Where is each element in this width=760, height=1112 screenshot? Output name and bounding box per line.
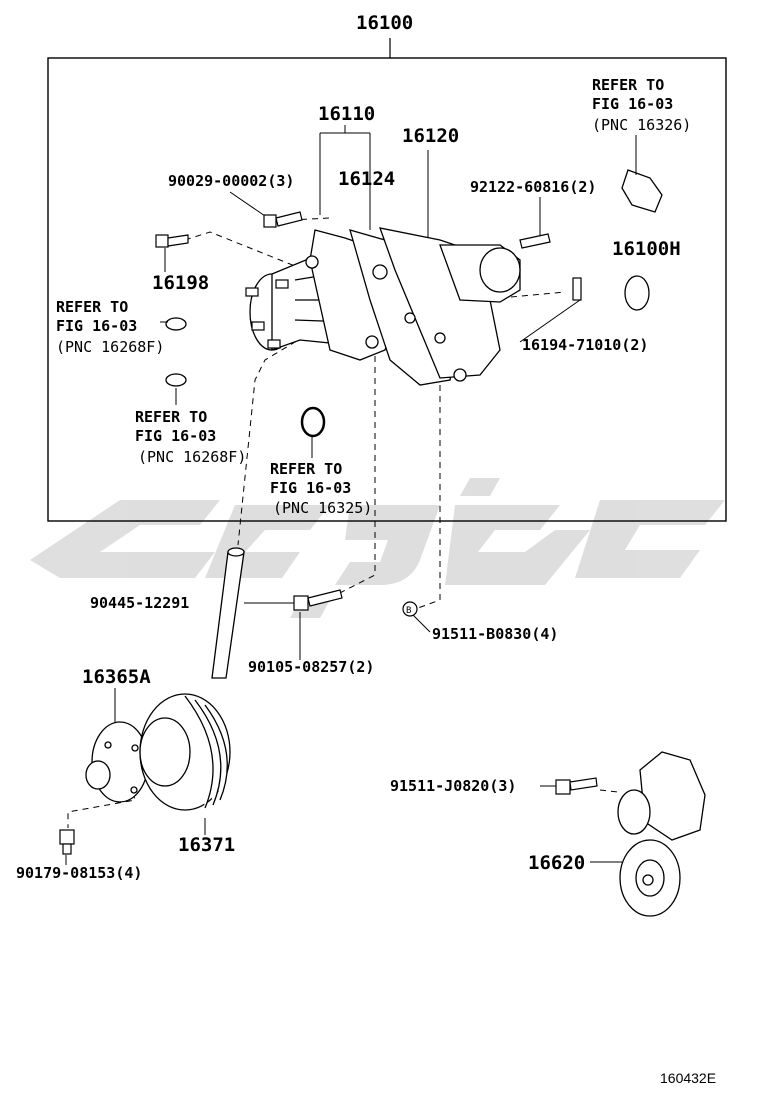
o-ring-16100H	[624, 275, 650, 311]
o-ring-16268F-a	[165, 317, 187, 331]
leader-16110	[319, 125, 371, 230]
bolt-90105	[293, 589, 343, 611]
watermark-logo	[30, 478, 725, 618]
label-16124: 16124	[338, 168, 396, 190]
dash-90029	[289, 217, 331, 221]
gasket-16326	[621, 169, 663, 213]
dash-16198	[184, 231, 301, 269]
water-pump-body	[249, 227, 521, 386]
label-16100H: 16100H	[612, 238, 681, 260]
figure-code: 160432E	[660, 1070, 717, 1086]
label-16371: 16371	[178, 834, 236, 856]
dash-91511b	[417, 385, 441, 609]
label-90445: 90445-12291	[90, 594, 190, 612]
label-16620: 16620	[528, 852, 586, 874]
stud-92122	[519, 233, 551, 249]
stud-16194	[572, 277, 582, 301]
label-90105: 90105-08257(2)	[248, 658, 375, 676]
label-90029: 90029-00002(3)	[168, 172, 295, 190]
hub-studs	[245, 279, 289, 349]
o-ring-16268F-b	[165, 373, 187, 387]
label-16198: 16198	[152, 272, 210, 294]
pipe-90445	[211, 547, 245, 679]
dash-91511j	[599, 789, 619, 793]
label-16100: 16100	[356, 12, 414, 34]
dash-90445	[237, 329, 316, 546]
label-16194: 16194-71010(2)	[522, 336, 649, 354]
label-91511j: 91511-J0820(3)	[390, 777, 517, 795]
label-92122: 92122-60816(2)	[470, 178, 597, 196]
assembly-frame	[47, 57, 727, 522]
svg-text:B: B	[406, 606, 411, 616]
pulley-16371	[139, 693, 231, 811]
bolt-90179	[59, 829, 75, 855]
bolt-90029	[263, 211, 303, 228]
leader-90029	[229, 191, 269, 219]
label-16365A: 16365A	[82, 666, 151, 688]
leader-16194	[519, 299, 581, 343]
bolt-16198	[155, 234, 189, 248]
label-16110: 16110	[318, 103, 376, 125]
nut-91511b: B	[402, 601, 418, 617]
label-90179: 90179-08153(4)	[16, 864, 143, 882]
bolt-91511j	[555, 777, 598, 795]
label-91511b: 91511-B0830(4)	[432, 625, 559, 643]
seal-16325	[300, 406, 326, 438]
tensioner-16620	[617, 751, 706, 917]
label-16120: 16120	[402, 125, 460, 147]
pulley-16365A	[85, 721, 149, 803]
